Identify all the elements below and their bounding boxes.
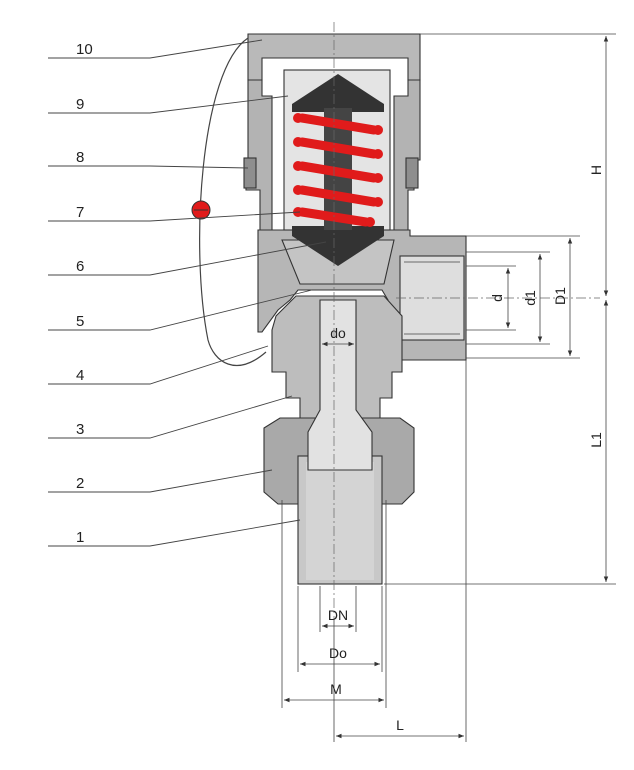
- part-label-2: 2: [76, 475, 84, 492]
- upper-disc: [292, 74, 384, 112]
- dim-label-L1: L1: [588, 432, 604, 448]
- part-label-3: 3: [76, 421, 84, 438]
- bonnet-right: [393, 79, 421, 231]
- dim-label-do: do: [330, 325, 346, 341]
- dim-label-d1: d1: [522, 290, 538, 306]
- part-label-10: 10: [76, 41, 93, 58]
- nozzle-thread: [306, 462, 374, 580]
- part-label-5: 5: [76, 313, 84, 330]
- dim-label-DN: DN: [328, 607, 348, 623]
- seal-wire: [199, 37, 267, 366]
- part-label-8: 8: [76, 149, 84, 166]
- part-label-1: 1: [76, 529, 84, 546]
- dim-label-H: H: [588, 165, 604, 175]
- dim-label-D1: D1: [552, 287, 568, 305]
- dim-label-d: d: [489, 294, 505, 302]
- bonnet: [245, 79, 273, 231]
- dim-label-Do: Do: [329, 645, 347, 661]
- leader-lines: [48, 39, 327, 547]
- dim-label-M: M: [330, 681, 342, 697]
- part-label-4: 4: [76, 367, 84, 384]
- part-label-9: 9: [76, 96, 84, 113]
- dim-label-L: L: [396, 717, 404, 733]
- lower-disc: [292, 226, 384, 266]
- valve-body: [243, 33, 467, 585]
- part-label-6: 6: [76, 258, 84, 275]
- part-label-7: 7: [76, 204, 84, 221]
